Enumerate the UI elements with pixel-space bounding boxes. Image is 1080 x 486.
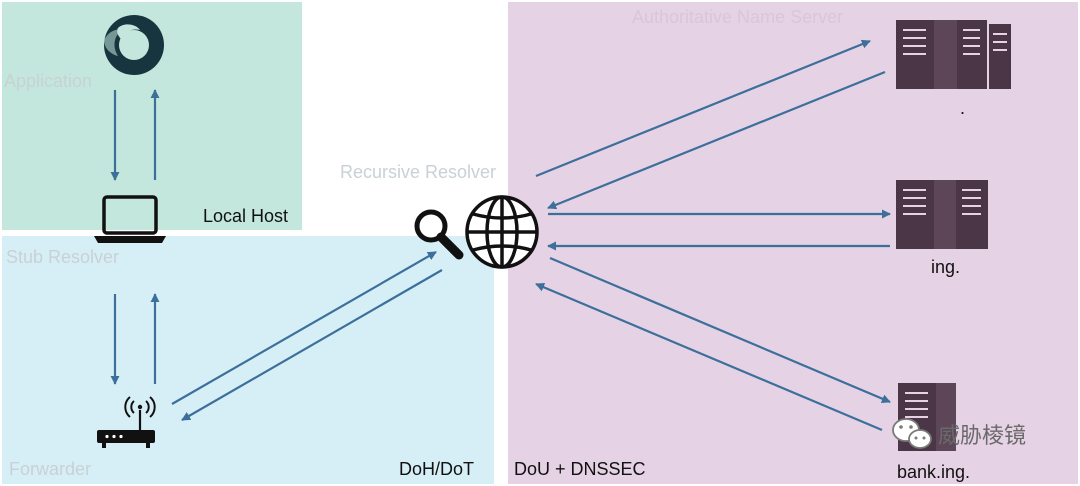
watermark: 威胁棱镜 [938, 424, 1027, 449]
router-icon [97, 396, 156, 448]
doh-dot-label: DoH/DoT [399, 459, 475, 479]
bank-server-label: bank.ing. [897, 462, 971, 482]
magnifier-icon [414, 209, 464, 260]
firefox-icon [104, 15, 164, 75]
arrow-resolver-to-root [535, 39, 871, 178]
server-icon [896, 20, 1011, 89]
globe-icon [465, 195, 539, 269]
authoritative-label: Authoritative Name Server [632, 7, 844, 27]
forwarder-label: Forwarder [9, 459, 92, 479]
root-server-label: . [960, 98, 966, 118]
laptop-icon [94, 195, 166, 243]
wechat-icon [892, 418, 932, 449]
local-host-label: Local Host [203, 206, 289, 226]
recursive-resolver-label: Recursive Resolver [340, 162, 497, 182]
server-icon [896, 180, 988, 249]
arrow-resolver-to-router [181, 269, 443, 421]
arrow-root-to-resolver [547, 70, 886, 210]
arrow-bank-to-resolver [535, 282, 883, 432]
arrow-resolver-to-bank [549, 256, 891, 404]
ing-server-label: ing. [931, 257, 961, 277]
arrow-router-to-resolver [171, 251, 437, 405]
stub-resolver-label: Stub Resolver [6, 247, 120, 267]
arrows [110, 39, 891, 432]
dou-dnssec-label: DoU + DNSSEC [514, 459, 646, 479]
application-label: Application [4, 71, 93, 91]
